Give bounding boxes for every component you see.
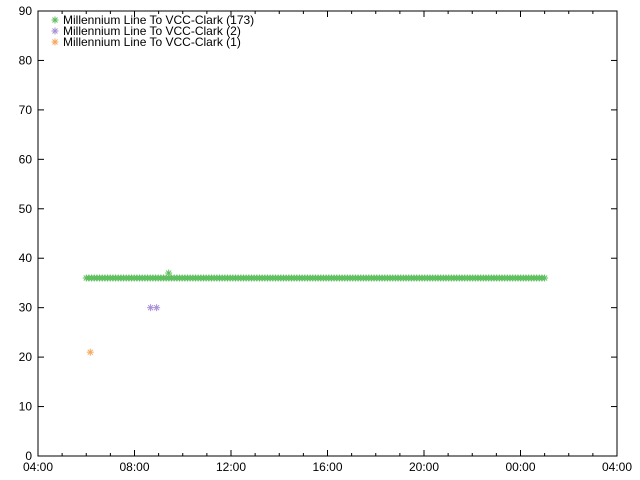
legend-label: Millennium Line To VCC-Clark (173): [63, 13, 254, 27]
legend-marker: [51, 16, 59, 24]
y-tick-label: 60: [19, 152, 33, 166]
y-tick-label: 40: [19, 251, 33, 265]
y-tick-label: 80: [19, 53, 33, 67]
legend-label: Millennium Line To VCC-Clark (1): [63, 35, 241, 49]
legend-marker: [51, 27, 59, 35]
x-tick-label: 20:00: [409, 460, 439, 474]
series-2: [147, 304, 161, 312]
data-point: [153, 304, 161, 312]
y-tick-label: 0: [25, 449, 32, 463]
legend: Millennium Line To VCC-Clark (173)Millen…: [51, 13, 254, 49]
data-point: [165, 269, 173, 277]
data-point: [147, 304, 155, 312]
x-tick-label: 04:00: [23, 460, 53, 474]
data-point: [541, 274, 549, 282]
y-tick-label: 50: [19, 202, 33, 216]
data-point: [86, 348, 94, 356]
series-1: [82, 269, 549, 282]
x-tick-label: 16:00: [312, 460, 342, 474]
y-tick-label: 10: [19, 400, 33, 414]
y-tick-label: 70: [19, 103, 33, 117]
x-tick-label: 12:00: [216, 460, 246, 474]
data-points: [82, 269, 549, 356]
axis-ticks: 0 10 20 30 40 50 60 70 80 90 04:00 08:00 12:00 16:00 2…: [19, 4, 633, 474]
series-3: [86, 348, 94, 356]
y-tick-label: 30: [19, 301, 33, 315]
x-tick-label: 08:00: [119, 460, 149, 474]
y-tick-label: 90: [19, 4, 33, 18]
y-tick-label: 20: [19, 350, 33, 364]
x-tick-label: 00:00: [505, 460, 535, 474]
x-tick-label: 04:00: [602, 460, 632, 474]
legend-marker: [51, 38, 59, 46]
legend-label: Millennium Line To VCC-Clark (2): [63, 24, 241, 38]
